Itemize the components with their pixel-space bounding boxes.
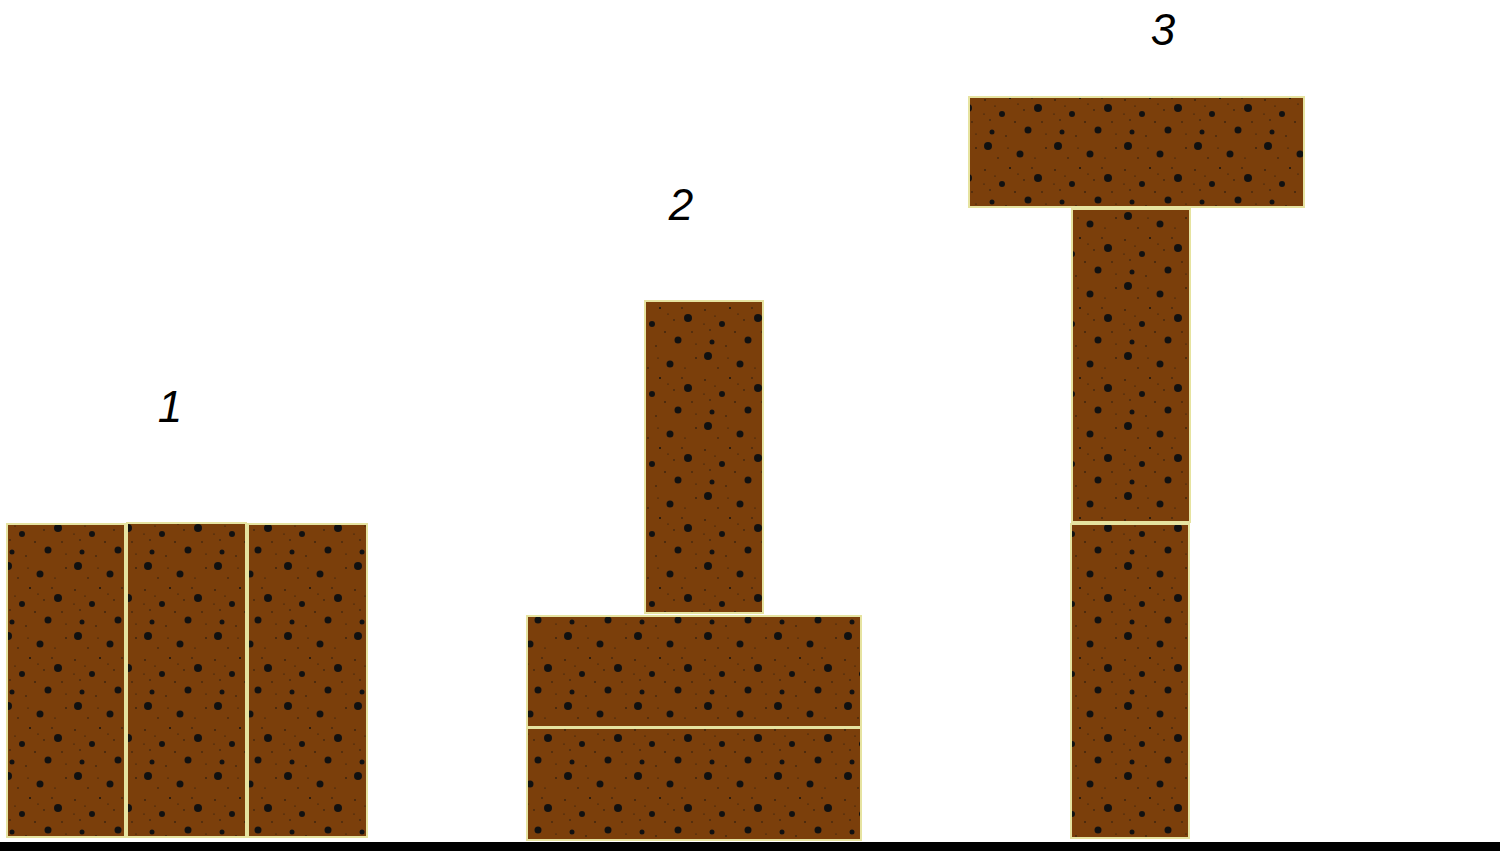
brick [1071, 524, 1189, 838]
brick [1072, 209, 1190, 522]
brick [969, 97, 1304, 207]
group-number: 2 [669, 183, 693, 227]
brick [7, 524, 125, 837]
group-number: 1 [158, 385, 182, 429]
brick [248, 524, 367, 837]
group-number: 3 [1151, 8, 1175, 52]
brick [527, 728, 861, 840]
ground-line [0, 842, 1500, 851]
brick [645, 301, 763, 613]
brick [127, 523, 246, 837]
brick [527, 616, 861, 727]
